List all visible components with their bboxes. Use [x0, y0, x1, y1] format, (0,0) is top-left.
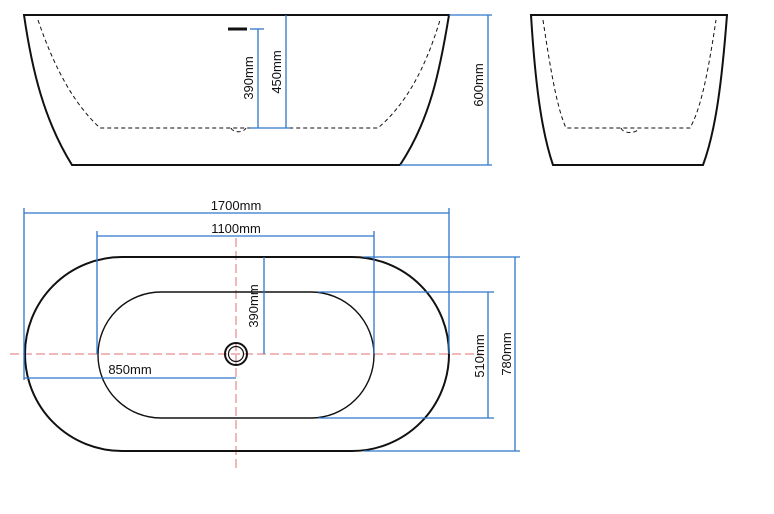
side-drain-depth-label: 390mm — [241, 56, 256, 99]
top-view: 1700mm 1100mm 390mm 850mm 510mm 780mm — [10, 198, 520, 468]
top-view-inner-basin — [97, 291, 375, 419]
side-view-drain-bump — [230, 127, 247, 133]
side-interior-depth-label: 450mm — [269, 50, 284, 93]
end-view — [529, 14, 729, 166]
length-label: 1700mm — [211, 198, 262, 213]
interior-length-label: 1100mm — [211, 221, 261, 236]
drain-offset-x-label: 850mm — [108, 362, 151, 377]
side-view: 390mm 450mm 600mm — [22, 14, 492, 166]
drain-outer — [224, 342, 248, 366]
end-view-drain-bump — [620, 127, 640, 133]
side-view-outline — [22, 14, 451, 166]
side-view-inner-wall — [37, 19, 441, 129]
end-view-inner-wall — [542, 19, 717, 129]
side-height-label: 600mm — [471, 63, 486, 106]
width-label: 780mm — [499, 332, 514, 375]
interior-width-label: 510mm — [472, 334, 487, 377]
drain-offset-y-label: 390mm — [246, 284, 261, 327]
drain-inner — [227, 345, 245, 363]
end-view-outline — [529, 14, 729, 166]
